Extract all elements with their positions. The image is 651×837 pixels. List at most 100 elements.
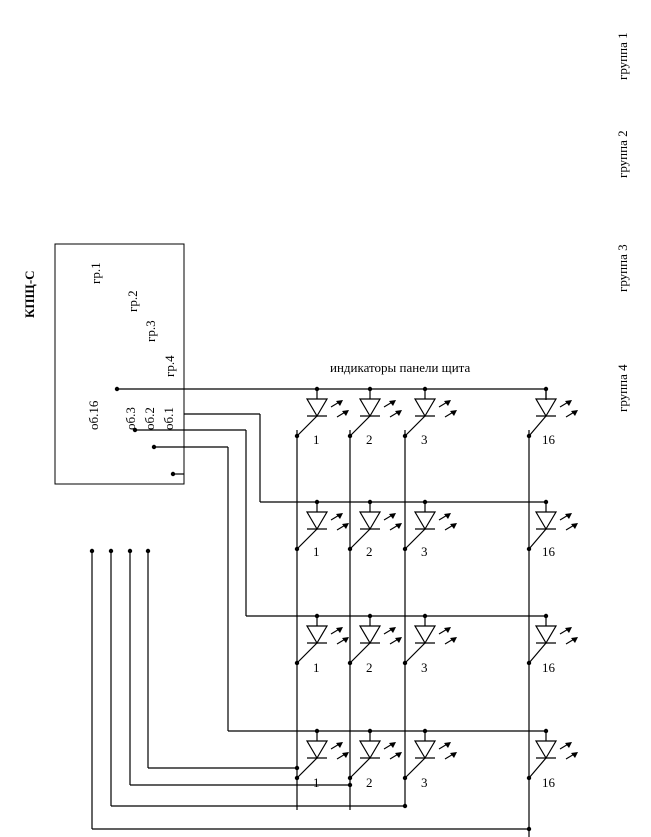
led-emission-arrowhead [565,742,572,748]
led-emission-arrowhead [565,513,572,519]
led-triangle [305,511,329,531]
led-indicator-g4-n2: 2 [347,731,402,790]
panel-caption: индикаторы панели щита [330,360,470,375]
led-emission-arrowhead [571,523,578,529]
led-indicator-g2-n3: 3 [402,502,457,559]
device-terminal-ob3 [132,427,138,433]
device-group-label-1: гр.1 [88,262,103,284]
led-emission-arrowhead [336,627,343,633]
led-emission-arrowhead [395,752,402,758]
group-caption-3: группа 3 [615,244,630,292]
led-emission-arrowhead [342,637,349,643]
led-triangle [358,511,382,531]
led-emission-arrowhead [444,513,451,519]
led-lead-bottom [349,642,371,664]
external-join-3 [347,782,353,788]
led-triangle [305,625,329,645]
led-indicator-g1-n3: 3 [402,389,457,447]
led-triangle [413,740,437,760]
led-indicator-g3-n2: 2 [347,616,402,675]
led-number-label: 16 [542,432,556,447]
led-emission-arrowhead [571,637,578,643]
led-column-junction [347,546,353,552]
group-caption-2: группа 2 [615,130,630,178]
led-triangle [534,398,558,418]
led-column-junction [402,433,408,439]
led-column-junction [526,660,532,666]
led-emission-arrowhead [444,742,451,748]
led-triangle [534,740,558,760]
led-lead-bottom [404,757,426,779]
device-common-label: об.16 [86,400,101,430]
led-triangle [534,625,558,645]
led-emission-arrowhead [444,400,451,406]
led-indicator-g4-n1: 1 [294,731,349,790]
led-number-label: 3 [421,775,428,790]
led-number-label: 16 [542,775,556,790]
led-emission-arrowhead [336,742,343,748]
led-number-label: 1 [313,775,320,790]
led-lead-bottom [349,528,371,550]
led-indicator-g1-n2: 2 [347,389,402,447]
led-indicator-g2-n2: 2 [347,502,402,559]
led-emission-arrowhead [342,523,349,529]
led-column-junction [526,433,532,439]
led-emission-arrowhead [450,410,457,416]
led-lead-bottom [349,415,371,437]
led-emission-arrowhead [389,742,396,748]
led-lead-bottom [296,642,318,664]
led-number-label: 2 [366,775,373,790]
led-emission-arrowhead [444,627,451,633]
led-number-label: 1 [313,432,320,447]
led-indicator-g2-n4: 16 [526,502,578,559]
led-column-junction [294,433,300,439]
group-caption-4: группа 4 [615,364,630,412]
led-emission-arrowhead [395,523,402,529]
led-indicator-g4-n3: 3 [402,731,457,790]
led-lead-bottom [296,415,318,437]
led-lead-bottom [528,528,547,550]
led-lead-bottom [349,757,371,779]
led-indicator-g1-n4: 16 [526,389,578,447]
led-indicator-g3-n4: 16 [526,616,578,675]
led-number-label: 2 [366,432,373,447]
led-emission-arrowhead [389,627,396,633]
device-group-label-3: гр.3 [143,320,158,342]
led-number-label: 16 [542,544,556,559]
led-emission-arrowhead [342,752,349,758]
led-column-junction [347,775,353,781]
led-emission-arrowhead [395,410,402,416]
led-column-junction [294,660,300,666]
led-column-junction [402,660,408,666]
led-emission-arrowhead [336,400,343,406]
group-caption-1: группа 1 [615,32,630,80]
led-column-junction [526,546,532,552]
led-emission-arrowhead [571,410,578,416]
led-lead-bottom [528,415,547,437]
led-number-label: 1 [313,660,320,675]
led-triangle [358,625,382,645]
led-number-label: 3 [421,660,428,675]
led-number-label: 2 [366,544,373,559]
led-column-junction [294,775,300,781]
device-terminal-ob2 [151,444,157,450]
led-column-junction [347,660,353,666]
led-triangle [358,398,382,418]
led-emission-arrowhead [450,523,457,529]
led-lead-bottom [404,528,426,550]
led-triangle [534,511,558,531]
led-number-label: 3 [421,432,428,447]
led-lead-bottom [296,757,318,779]
led-emission-arrowhead [395,637,402,643]
led-emission-arrowhead [342,410,349,416]
led-lead-bottom [528,642,547,664]
external-join-2 [402,803,408,809]
kpsh-device-box [54,243,185,485]
led-column-junction [526,775,532,781]
external-join-4 [294,765,300,771]
led-column-junction [294,546,300,552]
led-lead-bottom [404,415,426,437]
led-column-junction [347,433,353,439]
